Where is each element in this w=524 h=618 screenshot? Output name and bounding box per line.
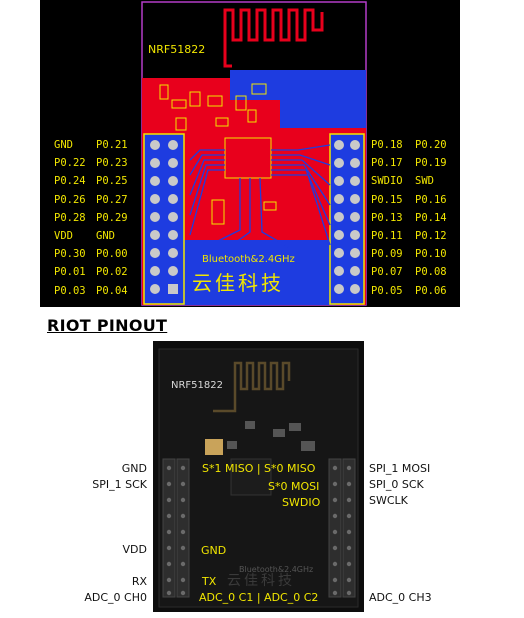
pin-label: P0.24 bbox=[54, 175, 86, 188]
module-photo: NRF51822 Bluetooth&2.4GHz 云佳科技 S*1 MISO … bbox=[153, 341, 364, 612]
left-label-spi1-sck: SPI_1 SCK bbox=[92, 478, 147, 491]
pcb-bottom-text: Bluetooth&2.4GHz bbox=[202, 254, 295, 265]
pcb-left-pin-row: P0.03 P0.04 bbox=[54, 285, 128, 297]
right-label-spi1-mosi: SPI_1 MOSI bbox=[369, 462, 431, 475]
module-photo-artwork bbox=[153, 341, 364, 612]
pin-label: GND bbox=[54, 139, 73, 151]
pin-label: P0.08 bbox=[415, 266, 447, 279]
pin-label: P0.00 bbox=[96, 248, 128, 261]
label-tx: TX bbox=[202, 575, 217, 588]
pin-label: P0.06 bbox=[415, 284, 447, 297]
pin-label: P0.12 bbox=[415, 230, 447, 242]
right-label-adc0-ch3: ADC_0 CH3 bbox=[369, 591, 432, 604]
pin-label: P0.16 bbox=[415, 193, 447, 206]
pin-label: P0.26 bbox=[54, 193, 86, 206]
pcb-right-pin-row: SWDIO SWD bbox=[371, 175, 434, 187]
left-label-vdd: VDD bbox=[122, 543, 147, 556]
pcb-left-pin-row: P0.30 P0.00 bbox=[54, 248, 128, 260]
pcb-left-pin-row: P0.24 P0.25 bbox=[54, 175, 128, 187]
pcb-right-pin-row: P0.15 P0.16 bbox=[371, 194, 447, 206]
pin-label: GND bbox=[96, 230, 115, 242]
photo-bottom-text: Bluetooth&2.4GHz bbox=[239, 565, 314, 574]
pin-label: P0.15 bbox=[371, 193, 403, 206]
pin-label: P0.20 bbox=[415, 139, 447, 151]
pin-label: P0.04 bbox=[96, 284, 128, 297]
left-label-rx: RX bbox=[131, 575, 147, 588]
label-adc-pair: ADC_0 C1 | ADC_0 C2 bbox=[199, 591, 319, 604]
pin-label: P0.14 bbox=[415, 211, 447, 224]
pcb-artwork bbox=[141, 1, 367, 306]
pcb-left-pin-row: P0.22 P0.23 bbox=[54, 157, 128, 169]
pcb-right-pin-row: P0.11 P0.12 bbox=[371, 230, 447, 242]
pin-label: P0.23 bbox=[96, 157, 128, 170]
pin-label: SWD bbox=[415, 175, 434, 188]
pin-label: P0.28 bbox=[54, 211, 86, 224]
pin-label: P0.07 bbox=[371, 266, 403, 279]
pin-label: P0.11 bbox=[371, 230, 403, 242]
left-label-adc0-ch0: ADC_0 CH0 bbox=[84, 591, 147, 604]
pin-label: P0.30 bbox=[54, 248, 86, 261]
pin-label: P0.18 bbox=[371, 139, 403, 151]
label-miso-pair: S*1 MISO | S*0 MISO bbox=[202, 462, 316, 475]
pin-label: P0.09 bbox=[371, 248, 403, 261]
pcb-chip-label: NRF51822 bbox=[148, 43, 206, 56]
pin-label: P0.22 bbox=[54, 157, 86, 170]
pin-label: P0.25 bbox=[96, 175, 128, 188]
pcb-left-pin-row: P0.01 P0.02 bbox=[54, 266, 128, 278]
right-label-spi0-sck: SPI_0 SCK bbox=[369, 478, 424, 491]
pcb-logo-text: 云佳科技 bbox=[192, 271, 284, 295]
pcb-left-pin-row: VDD GND bbox=[54, 230, 115, 242]
pcb-left-pin-row: P0.28 P0.29 bbox=[54, 212, 128, 224]
riot-pinout-heading: RIOT PINOUT bbox=[47, 316, 168, 335]
pin-label: P0.27 bbox=[96, 193, 128, 206]
pcb-left-pin-row: P0.26 P0.27 bbox=[54, 194, 128, 206]
pin-label: P0.21 bbox=[96, 139, 128, 151]
pcb-left-pin-row: GND P0.21 bbox=[54, 139, 128, 151]
pin-label: P0.17 bbox=[371, 157, 403, 170]
pin-label: SWDIO bbox=[371, 175, 403, 188]
pcb-right-pin-row: P0.09 P0.10 bbox=[371, 248, 447, 260]
photo-logo-text: 云佳科技 bbox=[227, 573, 295, 589]
pin-label: P0.29 bbox=[96, 211, 128, 224]
pcb-right-pin-row: P0.18 P0.20 bbox=[371, 139, 447, 151]
label-gnd-inner: GND bbox=[201, 544, 227, 557]
right-label-swclk: SWCLK bbox=[369, 494, 408, 507]
pcb-right-pin-row: P0.17 P0.19 bbox=[371, 157, 447, 169]
pin-label: P0.02 bbox=[96, 266, 128, 279]
pin-label: P0.05 bbox=[371, 284, 403, 297]
pin-label: P0.19 bbox=[415, 157, 447, 170]
pcb-right-pin-row: P0.07 P0.08 bbox=[371, 266, 447, 278]
label-swdio: SWDIO bbox=[282, 496, 321, 509]
pcb-right-pin-row: P0.13 P0.14 bbox=[371, 212, 447, 224]
pin-label: P0.03 bbox=[54, 284, 86, 297]
photo-chip-label: NRF51822 bbox=[171, 380, 223, 391]
pin-label: VDD bbox=[54, 230, 73, 242]
pin-label: P0.13 bbox=[371, 211, 403, 224]
label-spi0-mosi: S*0 MOSI bbox=[268, 480, 320, 493]
left-label-gnd: GND bbox=[121, 462, 147, 475]
pin-label: P0.10 bbox=[415, 248, 447, 261]
pin-label: P0.01 bbox=[54, 266, 86, 279]
pcb-right-pin-row: P0.05 P0.06 bbox=[371, 285, 447, 297]
